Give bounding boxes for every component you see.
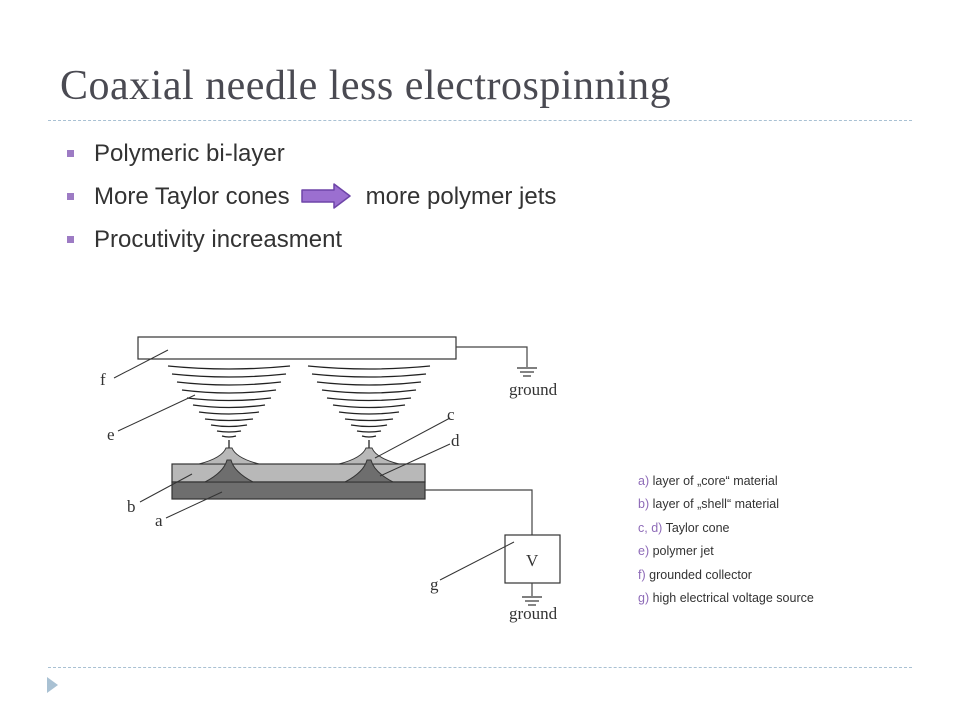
legend-text: high electrical voltage source [652, 590, 814, 605]
legend-text: layer of „core“ material [652, 474, 778, 488]
polymer-jet-left [167, 365, 291, 458]
taylor-cone-left [198, 447, 260, 483]
slide-nav-arrow-icon[interactable] [47, 677, 58, 693]
label-a: a [155, 511, 163, 530]
legend-item: e) polymer jet [638, 542, 814, 565]
legend-key: b) [638, 497, 650, 512]
legend-key: g) [638, 590, 650, 605]
legend-text: layer of „shell“ material [652, 497, 780, 512]
right-arrow-icon [300, 182, 351, 209]
legend-item: f) grounded collector [638, 566, 814, 589]
bullet-text: Polymeric bi-layer [94, 140, 285, 167]
bullet-square-icon [67, 150, 74, 157]
voltage-label: V [526, 551, 539, 570]
bullet-text-continuation: more polymer jets [365, 183, 557, 210]
label-c: c [447, 405, 455, 424]
title-divider [48, 120, 912, 121]
legend-key: c, d) [638, 520, 663, 535]
legend-key: a) [638, 474, 650, 488]
ground-wire-top [456, 346, 528, 367]
slide-title: Coaxial needle less electrospinning [60, 63, 672, 109]
bullet-item: More Taylor cones more polymer jets [64, 179, 556, 222]
bullet-text: More Taylor cones [94, 183, 290, 210]
diagram-legend: a) layer of „core“ material b) layer of … [638, 472, 814, 612]
bullet-list: Polymeric bi-layer More Taylor cones mor… [64, 136, 556, 265]
collector-plate [137, 336, 457, 360]
label-g: g [430, 575, 439, 594]
polymer-jet-right [307, 365, 431, 458]
legend-item: c, d) Taylor cone [638, 519, 814, 542]
ground-label-bottom: ground [509, 604, 558, 623]
label-d: d [451, 431, 460, 450]
label-b: b [127, 497, 136, 516]
legend-text: grounded collector [649, 567, 752, 582]
core-layer [171, 481, 426, 500]
voltage-source-box [504, 534, 561, 584]
bullet-item: Procutivity increasment [64, 222, 556, 265]
legend-text: polymer jet [652, 544, 714, 559]
ground-label-top: ground [509, 380, 558, 399]
bullet-text: Procutivity increasment [94, 226, 343, 253]
legend-item: g) high electrical voltage source [638, 589, 814, 612]
legend-item: a) layer of „core“ material [638, 472, 814, 495]
legend-text: Taylor cone [665, 520, 730, 535]
ground-symbol-top [517, 367, 537, 377]
taylor-cone-right [338, 447, 400, 483]
leader-lines [113, 349, 515, 581]
legend-key: e) [638, 544, 650, 559]
bullet-square-icon [67, 193, 74, 200]
label-e: e [107, 425, 115, 444]
source-wire [425, 489, 533, 535]
label-f: f [100, 370, 106, 389]
bullet-item: Polymeric bi-layer [64, 136, 556, 179]
legend-item: b) layer of „shell“ material [638, 495, 814, 518]
footer-divider [48, 667, 912, 668]
bullet-square-icon [67, 236, 74, 243]
legend-key: f) [638, 567, 646, 582]
ground-symbol-bottom [522, 596, 542, 606]
